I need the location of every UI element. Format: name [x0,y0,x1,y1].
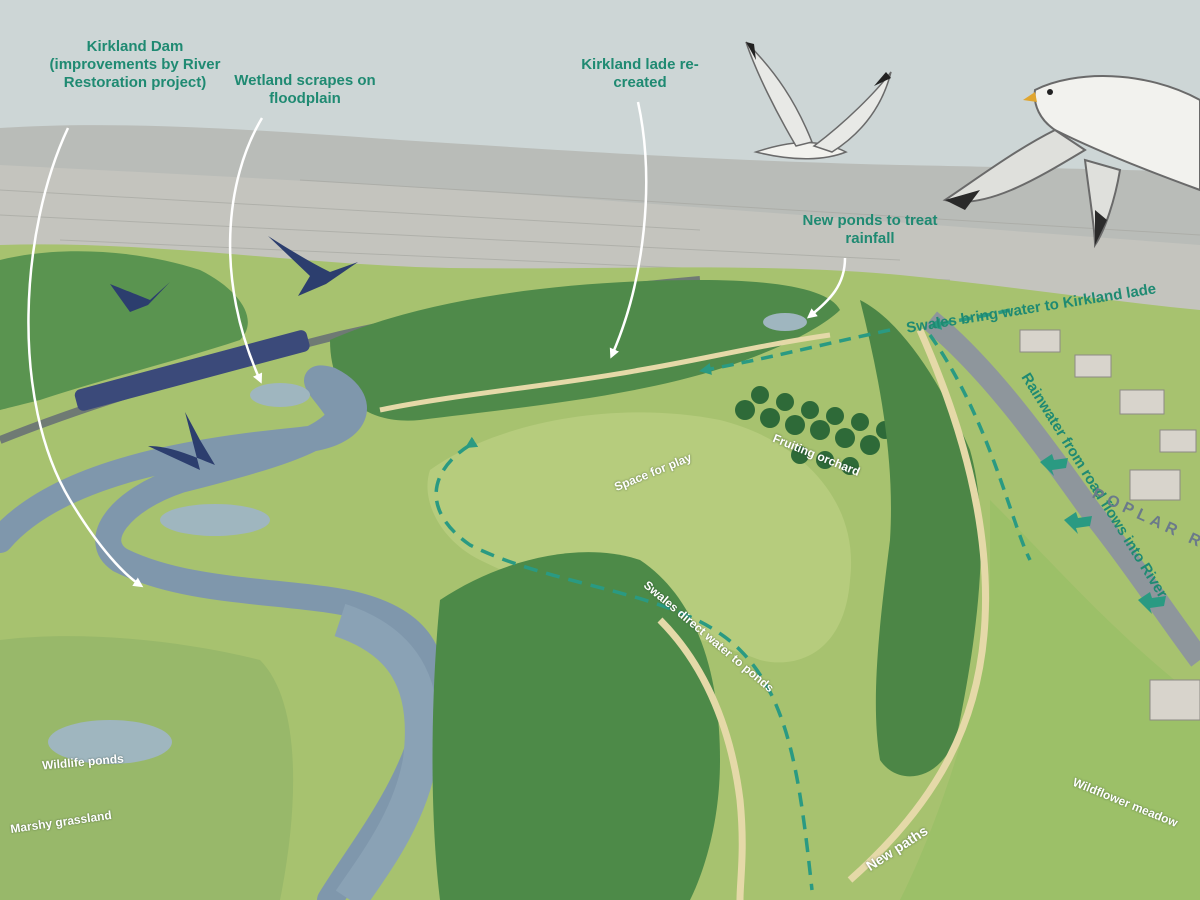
gull-icon [745,41,892,160]
new-path-north [379,332,831,413]
wetland-scrape-2 [250,383,310,407]
marsh-area [0,636,294,900]
swallow-icon [110,236,358,470]
swale-direct-flow [434,436,814,891]
wetland-scrape [160,504,270,536]
new-path-east [847,328,990,883]
leader-ponds [806,257,847,319]
wildflower-meadow [900,500,1200,900]
play-field [427,412,852,663]
houses [1019,329,1200,721]
east-woodland [860,300,981,777]
treatment-pond [763,313,807,331]
new-path-west [657,617,746,900]
swale-bring-flow [929,308,1011,330]
label-kirkland-dam: Kirkland Dam (improvements by River Rest… [49,38,221,91]
label-wetland-scrapes: Wetland scrapes on floodplain [234,72,376,107]
river-lower [334,603,439,900]
gull-icon-large [942,75,1200,249]
woodland-west [0,251,248,410]
orchard-trees [735,386,894,475]
river [0,365,445,900]
wildlife-pond [48,720,172,764]
leader-dam [27,127,144,588]
swale-lade-flow [699,328,891,375]
leader-wetland [228,117,264,384]
label-new-ponds: New ponds to treat rainfall [802,212,938,247]
lower-woodland [432,552,720,900]
leader-lade [609,101,648,359]
poplar-road [922,311,1200,667]
road-runoff-arrows [1040,454,1166,614]
label-kirkland-lade: Kirkland lade re-created [581,56,699,91]
swale-road-flow [928,333,1032,561]
woodland-belt [330,280,840,421]
train-icon [74,330,310,411]
